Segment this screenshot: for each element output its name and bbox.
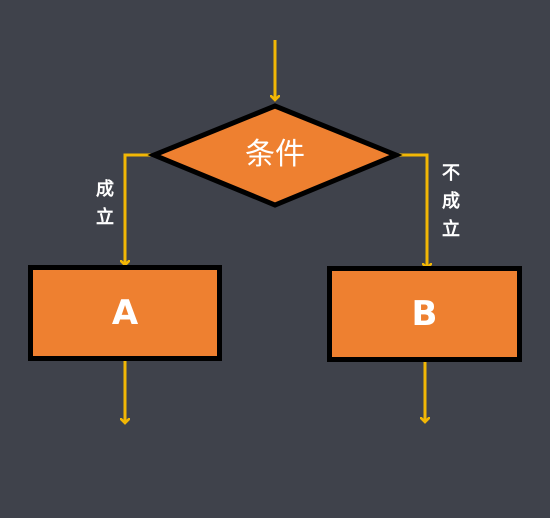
yes-branch-arrow [125,153,155,265]
decision-diamond [147,103,403,208]
yes-branch-label-char: 立 [96,207,114,228]
no-branch-label: 不 成 立 [439,160,463,244]
yes-branch-label-char: 成 [96,179,114,200]
no-branch-arrow [395,153,427,268]
decision-label: 条件 [245,137,305,172]
no-branch-label-char: 立 [442,219,460,240]
no-branch-label-char: 成 [442,191,460,212]
no-branch-label-char: 不 [442,163,460,184]
process-b-label: B [411,294,438,334]
process-a-label: A [111,293,139,333]
process-box-b: B [327,266,522,362]
yes-branch-label: 成 立 [93,176,117,232]
process-box-a: A [28,265,222,361]
